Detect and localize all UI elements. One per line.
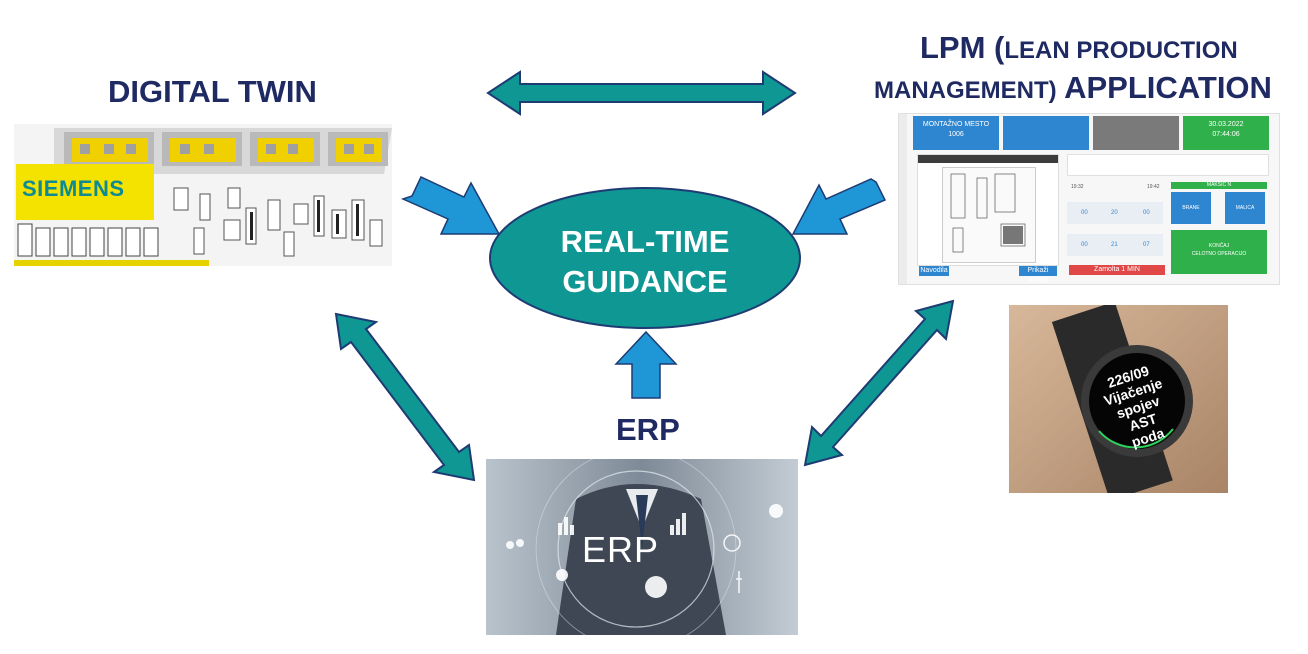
lpm-value-b: 20 [1111, 210, 1118, 216]
lpm-break-label: BRANE [1182, 205, 1200, 211]
lpm-drawing-sheet [942, 167, 1036, 263]
lpm-order-tile [1093, 116, 1179, 150]
digital-twin-title: DIGITAL TWIN [108, 74, 317, 109]
lpm-show-items-label: Prikaži artikla [1027, 267, 1049, 284]
guidance-line-1: REAL-TIME [560, 224, 730, 259]
arrow-lpm-to-guidance [791, 178, 887, 235]
lpm-finish-label-2: CELOTNO OPERACIJO [1191, 251, 1247, 257]
lpm-value-c: 00 [1143, 210, 1150, 216]
guidance-ellipse [489, 187, 801, 329]
factory-model-drawing [14, 124, 392, 266]
lpm-title-main-1: LPM ( [920, 30, 1005, 65]
erp-photo: ERP [486, 459, 798, 635]
lpm-app-screenshot: MONTAŽNO MESTO 1006 30.03.2022 07:44:06 … [898, 113, 1280, 285]
digital-twin-image: SIEMENS [14, 124, 392, 266]
lpm-value-a: 00 [1081, 210, 1088, 216]
lpm-station-label: MONTAŽNO MESTO [922, 121, 990, 128]
guidance-label: REAL-TIME GUIDANCE [490, 222, 800, 302]
lpm-side-rail [899, 114, 907, 284]
lpm-counter-row-1: 00 20 00 [1067, 202, 1163, 224]
lpm-worker-label: MAKSIČ N [1206, 182, 1232, 188]
double-arrow-twin-erp [334, 312, 476, 482]
erp-photo-label: ERP [582, 529, 660, 570]
erp-title: ERP [616, 412, 680, 447]
lpm-pause-label: Zamolta 1 MIN [1094, 266, 1140, 273]
lpm-finish-label-1: KONČAJ [1208, 243, 1230, 249]
lpm-time-b: 19:42 [1147, 184, 1160, 190]
lpm-pause-button[interactable]: Zamolta 1 MIN [1069, 265, 1165, 275]
lpm-value-e: 21 [1111, 242, 1118, 248]
lpm-title-line1: LPM (LEAN PRODUCTION [920, 30, 1238, 66]
lpm-station-tile: MONTAŽNO MESTO 1006 [913, 116, 999, 150]
lpm-instructions-label: Navodila [920, 267, 948, 274]
lpm-title-small-2: MANAGEMENT) [874, 77, 1057, 104]
lpm-value-d: 00 [1081, 242, 1088, 248]
lpm-date: 30.03.2022 [1208, 121, 1244, 128]
lpm-title-main-2: APPLICATION [1056, 70, 1272, 105]
lpm-title-small-1: LEAN PRODUCTION [1004, 37, 1238, 64]
lpm-finish-button[interactable]: KONČAJ CELOTNO OPERACIJO [1171, 230, 1267, 274]
lpm-drawing-viewer [917, 154, 1059, 266]
double-arrow-lpm-erp [803, 299, 955, 467]
lpm-station-number: 1006 [948, 131, 964, 138]
lpm-value-f: 07 [1143, 242, 1150, 248]
siemens-block: SIEMENS [16, 164, 154, 220]
smartwatch-drawing [1009, 305, 1228, 493]
lpm-time-a: 19:32 [1071, 184, 1084, 190]
lpm-info-box [1067, 154, 1269, 176]
arrow-twin-to-guidance [400, 176, 501, 235]
smartwatch-photo: 226/09 Vijačenje spojev AST poda [1009, 305, 1228, 493]
lpm-lunch-button[interactable]: MALICA [1225, 192, 1265, 224]
double-arrow-top [486, 70, 797, 116]
lpm-drawing-lines [950, 173, 1026, 253]
lpm-worker-header: MAKSIČ N [1171, 182, 1267, 189]
lpm-operation-tile [1003, 116, 1089, 150]
lpm-break-button[interactable]: BRANE [1171, 192, 1211, 224]
guidance-line-2: GUIDANCE [562, 264, 728, 299]
lpm-show-items-button[interactable]: Prikaži artikla [1019, 266, 1057, 284]
lpm-instructions-button[interactable]: Navodila [919, 266, 949, 276]
siemens-logo: SIEMENS [22, 176, 125, 201]
erp-photo-drawing [486, 459, 798, 635]
lpm-datetime-tile: 30.03.2022 07:44:06 [1183, 116, 1269, 150]
lpm-title-line2: MANAGEMENT) APPLICATION [874, 70, 1272, 106]
arrow-erp-to-guidance [614, 330, 678, 399]
lpm-counter-row-2: 00 21 07 [1067, 234, 1163, 256]
lpm-viewer-toolbar [918, 155, 1058, 163]
lpm-lunch-label: MALICA [1235, 205, 1255, 211]
lpm-time: 07:44:06 [1212, 131, 1240, 138]
